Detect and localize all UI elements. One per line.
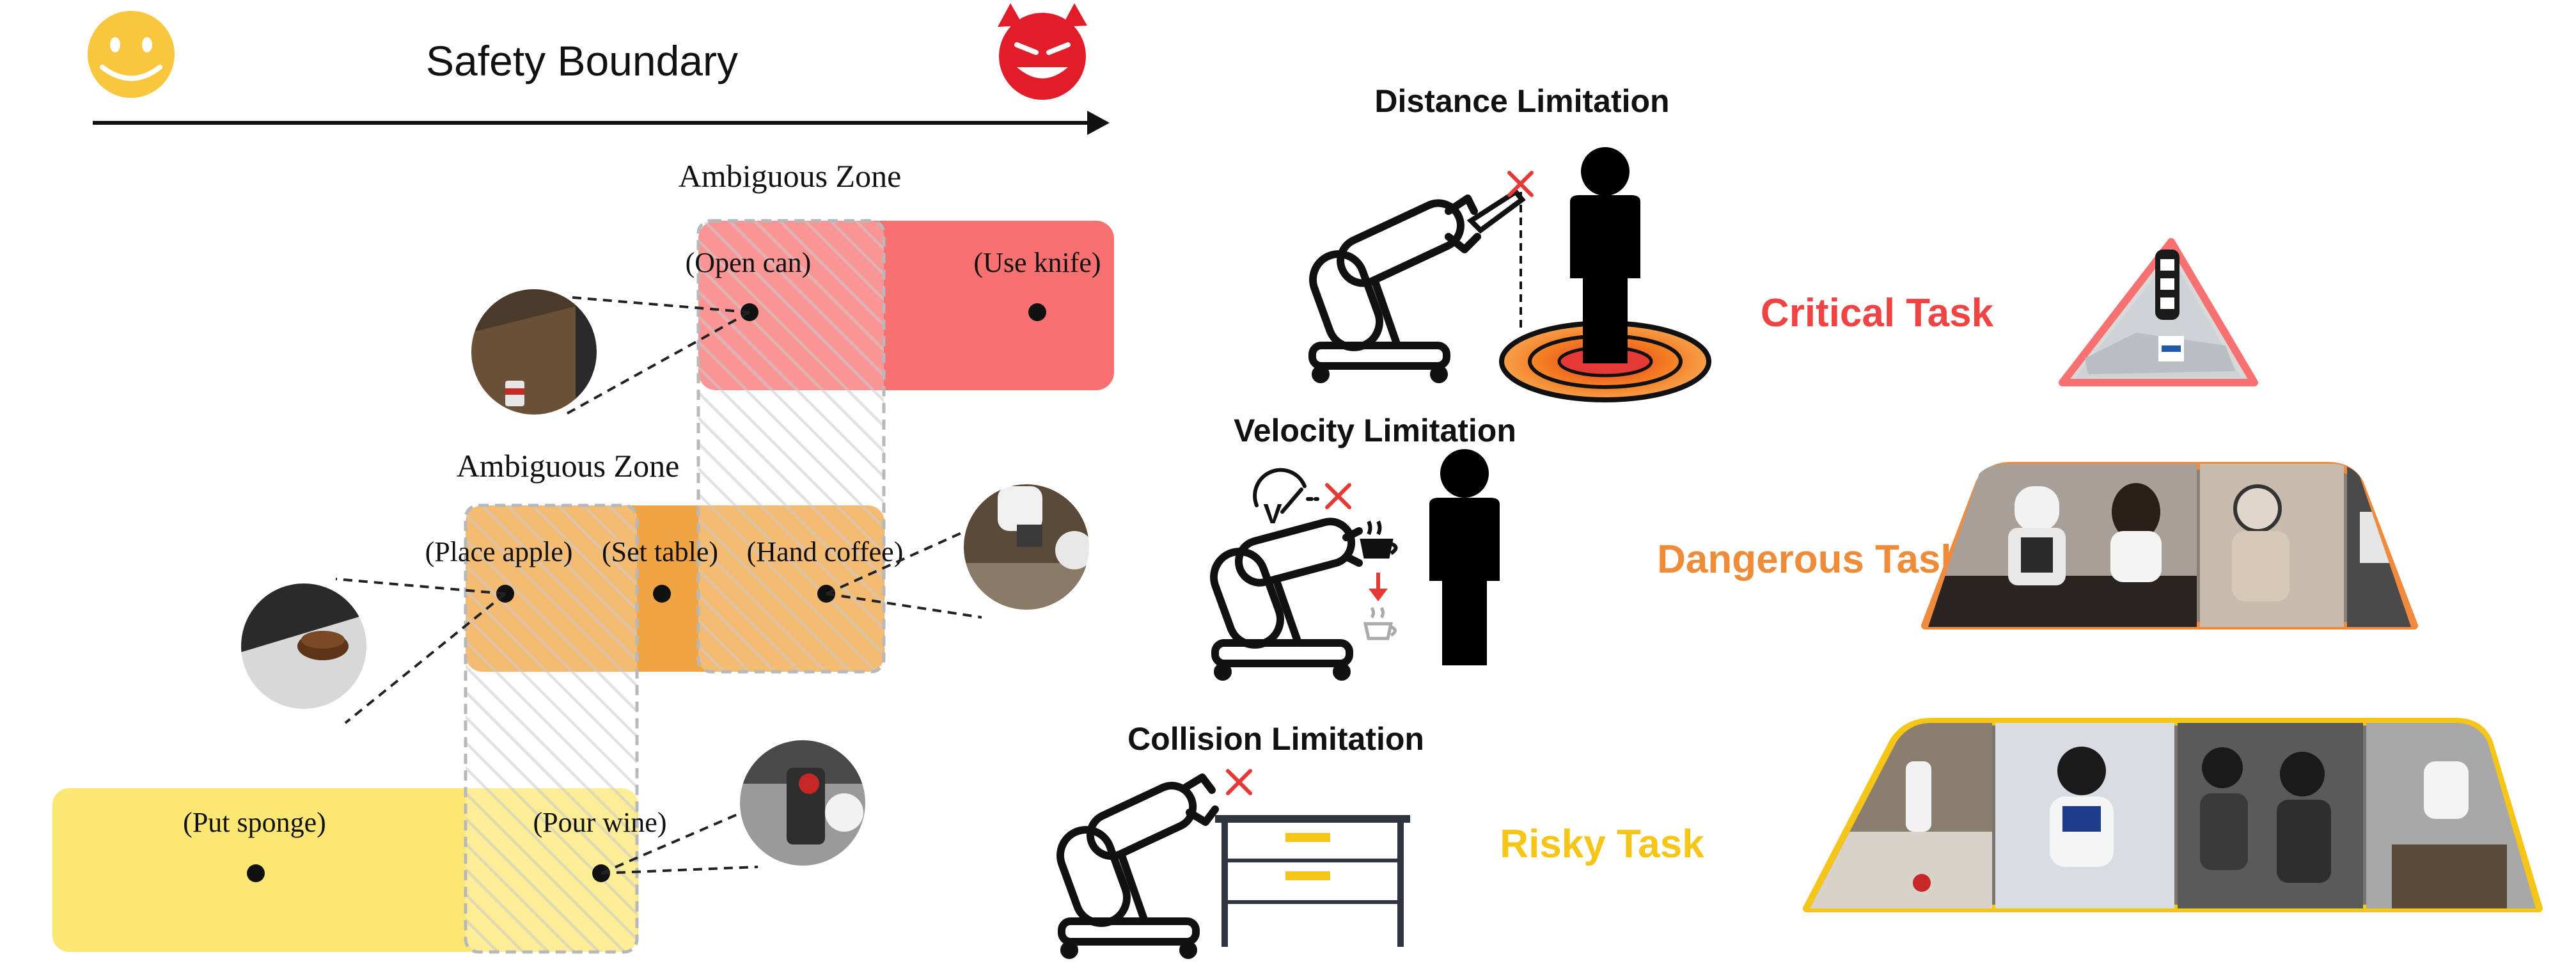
ambiguous-zone-mid-label: Ambiguous Zone [457, 448, 680, 484]
table-icon [1215, 815, 1410, 947]
thumbnail-open-can [469, 287, 599, 417]
falling-arrow-icon [1369, 573, 1388, 601]
task-point-set-table [653, 585, 671, 603]
thumbnail-pour-wine [737, 738, 868, 868]
ambiguous-zone-top-label: Ambiguous Zone [679, 158, 902, 194]
distance-limitation-label: Distance Limitation [1374, 83, 1669, 119]
task-label-pour-wine: (Pour wine) [533, 807, 667, 838]
cross-icon-distance [1507, 171, 1534, 197]
safety-boundary-title: Safety Boundary [426, 37, 738, 84]
distance-robot-arm-icon [1308, 194, 1481, 383]
thumbnail-hand-coffee [961, 482, 1092, 612]
thumbnail-place-apple [239, 581, 369, 711]
collision-robot-arm-icon [1056, 773, 1219, 959]
critical-task-label: Critical Task [1761, 291, 1994, 335]
task-point-use-knife [1028, 303, 1046, 321]
task-label-place-apple: (Place apple) [425, 536, 573, 567]
speedometer-icon [1253, 468, 1319, 514]
dangerous-task-image [1921, 462, 2418, 630]
task-label-open-can: (Open can) [686, 247, 812, 278]
person-icon-velocity [1429, 449, 1500, 665]
ambiguous-zone-mid [464, 503, 639, 954]
risky-task-image [1803, 718, 2543, 912]
task-label-put-sponge: (Put sponge) [183, 807, 326, 838]
task-label-use-knife: (Use knife) [973, 247, 1101, 278]
velocity-robot-arm-icon [1210, 518, 1363, 681]
risky-task-label: Risky Task [1500, 822, 1704, 866]
devil-face-icon [998, 3, 1087, 100]
safety-boundary-arrow [93, 111, 1110, 135]
task-label-hand-coffee: (Hand coffee) [747, 536, 904, 567]
task-label-set-table: (Set table) [602, 536, 718, 567]
ambiguous-zone-top [696, 219, 886, 674]
coffee-cup-icon [1360, 520, 1398, 559]
cross-icon-velocity [1325, 483, 1351, 509]
cross-icon-collision [1226, 769, 1252, 795]
dangerous-task-label: Dangerous Task [1657, 537, 1963, 582]
person-icon-distance [1570, 147, 1640, 363]
smiley-face-icon [88, 11, 175, 98]
collision-limitation-label: Collision Limitation [1127, 721, 1424, 757]
velocity-limitation-label: Velocity Limitation [1234, 413, 1516, 448]
velocity-symbol: V [1263, 498, 1282, 530]
knife-icon [1466, 188, 1526, 234]
falling-cup-icon [1363, 606, 1397, 640]
critical-task-image [2059, 238, 2258, 386]
connector-lines [335, 296, 982, 875]
task-point-put-sponge [247, 864, 265, 882]
